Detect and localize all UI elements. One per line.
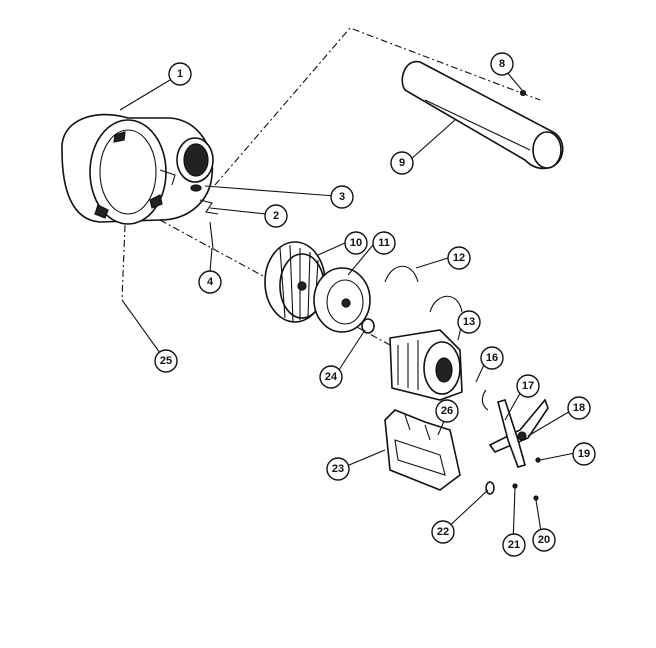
- callout-11: 11: [372, 231, 396, 255]
- callout-19: 19: [572, 442, 596, 466]
- blower-wheel: [264, 241, 326, 323]
- callout-24: 24: [319, 365, 343, 389]
- callout-22: 22: [431, 520, 455, 544]
- callout-label: 22: [437, 526, 449, 538]
- blower-housing: [61, 113, 214, 225]
- hinge-clip: [190, 184, 219, 249]
- callout-label: 17: [522, 380, 534, 392]
- motor-mount: [384, 409, 461, 491]
- callout-12: 12: [447, 246, 471, 270]
- callout-23: 23: [326, 457, 350, 481]
- callout-4: 4: [198, 270, 222, 294]
- callout-label: 20: [538, 534, 550, 546]
- callout-label: 12: [453, 252, 465, 264]
- callout-26: 26: [435, 399, 459, 423]
- drive-motor: [389, 329, 463, 401]
- callout-label: 21: [508, 539, 520, 551]
- callout-label: 26: [441, 405, 453, 417]
- callout-3: 3: [330, 185, 354, 209]
- exhaust-duct: [401, 60, 564, 170]
- callout-label: 13: [463, 316, 475, 328]
- fan-blade: [488, 398, 549, 468]
- callout-label: 4: [207, 276, 214, 288]
- callout-8: 8: [490, 52, 514, 76]
- callout-label: 25: [160, 355, 172, 367]
- callout-17: 17: [516, 374, 540, 398]
- fasteners: [485, 457, 541, 501]
- callout-16: 16: [480, 346, 504, 370]
- spring-clip: [384, 265, 463, 313]
- pulley-disc: [313, 267, 371, 333]
- callout-label: 18: [573, 402, 585, 414]
- bearing: [361, 318, 375, 334]
- callout-2: 2: [264, 204, 288, 228]
- callout-1: 1: [168, 62, 192, 86]
- callout-label: 9: [399, 157, 405, 169]
- callout-label: 11: [378, 237, 390, 249]
- callout-21: 21: [502, 533, 526, 557]
- callout-13: 13: [457, 310, 481, 334]
- retainer-clip: [481, 389, 489, 411]
- callout-20: 20: [532, 528, 556, 552]
- callout-label: 16: [486, 352, 498, 364]
- callout-25: 25: [154, 349, 178, 373]
- callout-10: 10: [344, 231, 368, 255]
- callout-label: 1: [177, 68, 183, 80]
- callout-label: 24: [325, 371, 338, 383]
- callout-label: 8: [499, 58, 505, 70]
- callout-9: 9: [390, 151, 414, 175]
- callout-label: 3: [339, 191, 345, 203]
- callout-label: 23: [332, 463, 344, 475]
- callout-label: 10: [350, 237, 362, 249]
- callout-18: 18: [567, 396, 591, 420]
- callout-label: 19: [578, 448, 590, 460]
- callout-label: 2: [273, 210, 279, 222]
